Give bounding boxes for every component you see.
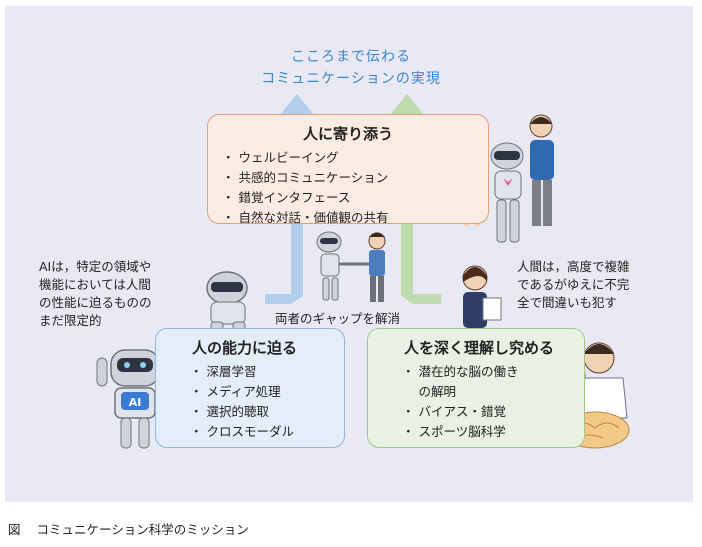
top-box: 人に寄り添う ・ウェルビーイング ・共感的コミュニケーション ・錯覚インタフェー… bbox=[207, 114, 489, 225]
robot-badge-text: AI bbox=[129, 396, 142, 409]
figure-caption: 図 コミュニケーション科学のミッション bbox=[8, 519, 261, 538]
list-item: ・ウェルビーイング bbox=[222, 150, 339, 165]
human-limitation-note: 人間は，高度で複雑 であるがゆえに不完 全で間違いも犯す bbox=[517, 258, 667, 312]
note-line: AIは，特定の領域や bbox=[39, 259, 152, 274]
note-line: 人間は，高度で複雑 bbox=[517, 259, 630, 274]
goal-heading: こころまで伝わる コミュニケーションの実現 bbox=[205, 46, 497, 90]
right-box-title: 人を深く理解し究める bbox=[404, 339, 555, 357]
man-icon bbox=[529, 114, 554, 226]
right-box: 人を深く理解し究める ・潜在的な脳の働き ・の解明 ・バイアス・錯覚 ・スポーツ… bbox=[367, 328, 585, 448]
thinking-woman-icon bbox=[462, 265, 502, 328]
note-line: まだ限定的 bbox=[39, 313, 102, 328]
list-item: ・自然な対話・価値観の共有 bbox=[222, 210, 389, 225]
list-item: ・バイアス・錯覚 bbox=[402, 404, 507, 419]
list-item: ・選択的聴取 bbox=[190, 404, 270, 419]
handshake-robot-icon bbox=[316, 231, 342, 301]
note-line: 機能においては人間 bbox=[39, 277, 151, 292]
goal-line-1: こころまで伝わる bbox=[291, 49, 411, 65]
left-box: 人の能力に迫る ・深層学習 ・メディア処理 ・選択的聴取 ・クロスモーダル bbox=[155, 328, 345, 448]
list-item: ・の解明 bbox=[418, 384, 457, 399]
list-item: ・スポーツ脳科学 bbox=[402, 424, 506, 439]
thinking-robot-icon bbox=[206, 271, 248, 333]
illustration-layer: AI bbox=[96, 94, 630, 449]
diagram-panel: AI bbox=[5, 6, 693, 502]
list-item: ・深層学習 bbox=[190, 364, 257, 379]
list-item: ・共感的コミュニケーション bbox=[222, 170, 389, 185]
caption-prefix: 図 bbox=[8, 522, 21, 537]
left-box-title: 人の能力に迫る bbox=[192, 339, 298, 357]
note-line: の性能に迫るものの bbox=[39, 295, 152, 310]
note-line: 全で間違いも犯す bbox=[517, 295, 618, 310]
right-box-list: ・潜在的な脳の働き ・の解明 ・バイアス・錯覚 ・スポーツ脳科学 bbox=[368, 362, 584, 442]
list-item: ・メディア処理 bbox=[190, 384, 281, 399]
top-box-title: 人に寄り添う bbox=[302, 125, 393, 143]
caption-text: コミュニケーション科学のミッション bbox=[36, 522, 249, 537]
list-item: ・潜在的な脳の働き bbox=[402, 364, 519, 379]
gap-label: 両者のギャップを解消 bbox=[275, 311, 401, 326]
left-box-list: ・深層学習 ・メディア処理 ・選択的聴取 ・クロスモーダル bbox=[156, 362, 344, 442]
handshake-man-icon bbox=[339, 232, 386, 302]
list-item: ・クロスモーダル bbox=[190, 424, 295, 439]
goal-line-2: コミュニケーションの実現 bbox=[261, 71, 441, 87]
ai-limitation-note: AIは，特定の領域や 機能においては人間 の性能に迫るものの まだ限定的 bbox=[39, 258, 199, 330]
friendly-robot-icon bbox=[490, 142, 524, 243]
robot-ai-icon: AI bbox=[96, 349, 174, 449]
list-item: ・錯覚インタフェース bbox=[222, 190, 351, 205]
top-box-list: ・ウェルビーイング ・共感的コミュニケーション ・錯覚インタフェース ・自然な対… bbox=[208, 148, 488, 228]
note-line: であるがゆえに不完 bbox=[517, 277, 630, 292]
